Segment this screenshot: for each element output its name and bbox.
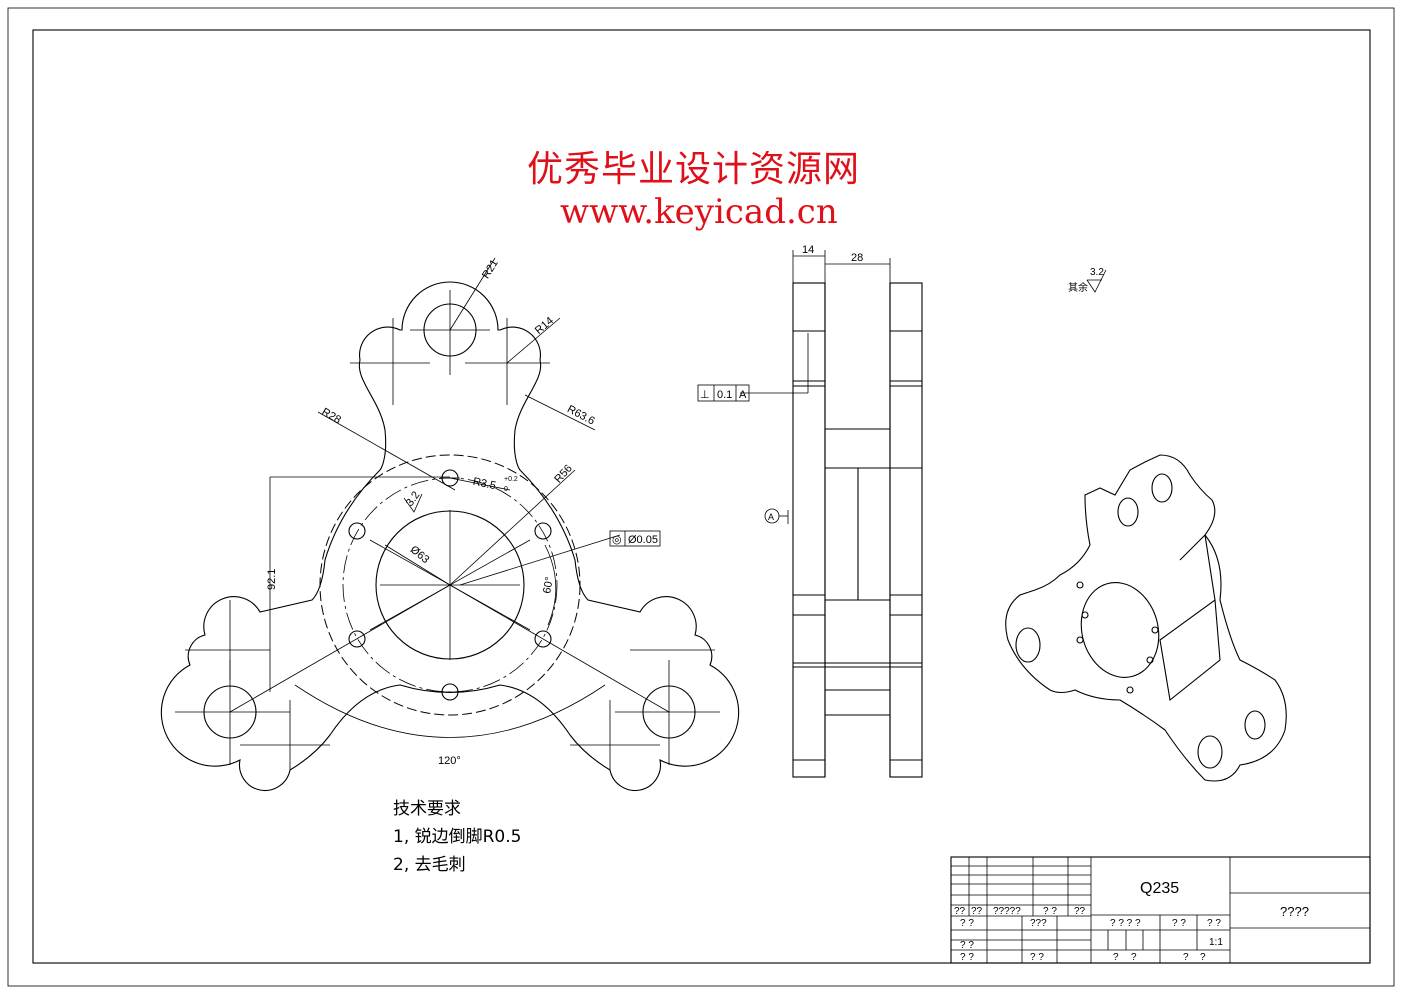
watermark-title: 优秀毕业设计资源网 bbox=[527, 149, 861, 190]
dim-60-deg: 60° bbox=[541, 576, 556, 594]
bolt-holes bbox=[348, 469, 552, 701]
tb-cell: ? ? bbox=[1207, 918, 1221, 929]
tb-cell: ??? bbox=[1030, 918, 1047, 929]
dim-r3-5-tol-upper: +0.2 bbox=[504, 476, 518, 483]
dim-120-deg: 120° bbox=[438, 755, 461, 767]
tb-cell: ? bbox=[1200, 952, 1206, 963]
dim-92-1: 92.1 bbox=[266, 569, 278, 590]
tb-cell: ? ? bbox=[1043, 906, 1057, 917]
isometric-view bbox=[1005, 454, 1287, 782]
tb-cell: ? ? bbox=[960, 940, 974, 951]
perpendicularity-frame bbox=[697, 384, 750, 402]
dim-r14: R14 bbox=[533, 315, 556, 337]
dim-r3-5: R3.5 bbox=[472, 476, 497, 493]
perpendicularity-value: 0.1 bbox=[717, 389, 732, 401]
perpendicularity-datum: A bbox=[739, 389, 747, 401]
dim-r56: R56 bbox=[552, 463, 574, 486]
dim-r28: R28 bbox=[319, 406, 342, 426]
roughness-note-label: 其余 bbox=[1068, 281, 1088, 294]
tb-cell: ? ? ? ? bbox=[1110, 918, 1141, 929]
dim-width-14: 14 bbox=[802, 244, 814, 256]
concentricity-symbol-icon: ◎ bbox=[612, 534, 622, 546]
tb-cell: ? bbox=[1113, 952, 1119, 963]
dim-r3-5-tol-lower: 0 bbox=[504, 486, 508, 493]
tech-requirement-item: 1, 锐边倒脚R0.5 bbox=[393, 827, 522, 847]
scale-value: 1:1 bbox=[1209, 937, 1223, 948]
drawing-name: ???? bbox=[1280, 904, 1309, 919]
front-view: R21 R14 R63.6 R28 R3.5 +0.2 0 R56 3.2 Ø6… bbox=[160, 257, 740, 792]
side-view: 14 28 ⊥ 0.1 A A bbox=[697, 244, 923, 778]
tb-cell: ?? bbox=[954, 906, 966, 917]
outer-border bbox=[7, 7, 1395, 987]
roughness-symbol-icon bbox=[403, 493, 423, 513]
tb-cell: ? ? bbox=[1030, 952, 1044, 963]
inner-border bbox=[32, 29, 1371, 964]
dim-r63-6: R63.6 bbox=[565, 403, 597, 427]
dim-r21: R21 bbox=[480, 257, 501, 280]
center-lines bbox=[175, 290, 720, 770]
tb-cell: ????? bbox=[993, 906, 1021, 917]
title-block: Q235 ???? 1:1 ?? ?? ????? ? ? ?? ? ? ???… bbox=[950, 856, 1371, 964]
datum-a-label: A bbox=[768, 512, 774, 522]
dimension-lines bbox=[269, 257, 621, 738]
tb-cell: ? bbox=[1183, 952, 1189, 963]
tb-cell: ?? bbox=[971, 906, 983, 917]
dim-width-28: 28 bbox=[851, 252, 863, 264]
roughness-note-icon bbox=[1086, 269, 1107, 293]
tb-cell: ? ? bbox=[960, 918, 974, 929]
roughness-note-value: 3.2 bbox=[1090, 267, 1104, 278]
tb-cell: ? ? bbox=[1172, 918, 1186, 929]
tb-cell: ?? bbox=[1074, 906, 1086, 917]
material-label: Q235 bbox=[1140, 880, 1179, 897]
watermark-url: www.keyicad.cn bbox=[560, 192, 838, 232]
tech-requirements-title: 技术要求 bbox=[393, 799, 461, 819]
concentricity-value: Ø0.05 bbox=[628, 534, 658, 546]
tb-cell: ? bbox=[1131, 952, 1137, 963]
tech-requirements: 技术要求 1, 锐边倒脚R0.5 2, 去毛刺 bbox=[393, 795, 521, 879]
concentricity-frame bbox=[609, 530, 661, 547]
front-outline bbox=[160, 281, 740, 792]
perpendicularity-symbol-icon: ⊥ bbox=[700, 389, 710, 401]
tech-requirement-item: 2, 去毛刺 bbox=[393, 855, 466, 875]
hidden-circle bbox=[319, 454, 581, 716]
tb-cell: ? ? bbox=[960, 952, 974, 963]
